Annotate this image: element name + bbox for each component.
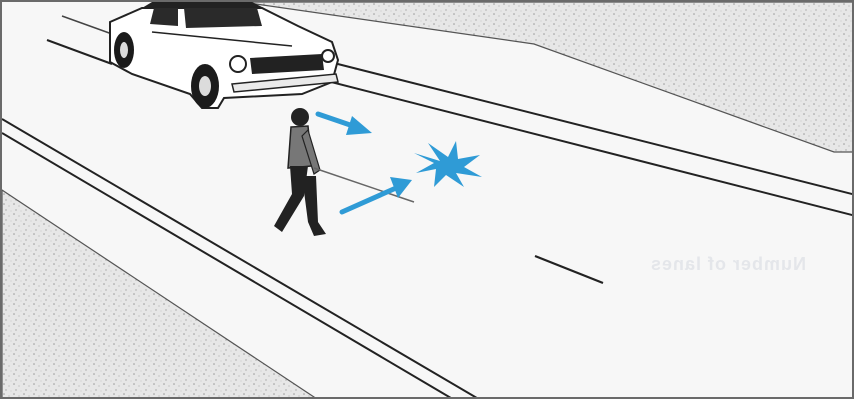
lane-line (47, 40, 112, 64)
direction-arrow-icon (318, 114, 372, 135)
lane-line (535, 256, 603, 283)
bleed-through-text: Number of lanes (650, 254, 806, 275)
lane-line (62, 16, 112, 34)
direction-arrow-icon (342, 177, 412, 212)
gravel-shoulder-bottom-left (2, 190, 320, 399)
pedestrian-icon (274, 108, 414, 236)
car-icon (110, 2, 338, 108)
collision-burst-icon (414, 141, 482, 187)
